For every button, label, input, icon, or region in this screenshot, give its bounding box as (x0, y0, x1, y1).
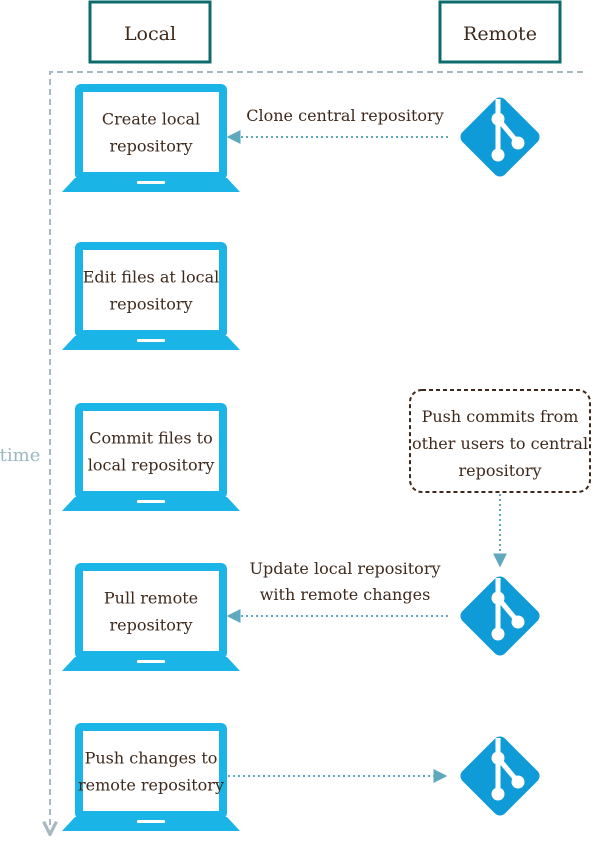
timeline-label: time (0, 445, 40, 466)
laptop-step-2-text-2: repository (109, 295, 192, 314)
note-border (409, 389, 591, 493)
edge-label-step-1-1: Clone central repository (246, 106, 443, 125)
edge-label-step-4-1: Update local repository (249, 559, 440, 578)
laptop-step-3-text-2: local repository (88, 456, 215, 475)
laptop-trackpad (137, 339, 165, 342)
laptop-trackpad (137, 660, 165, 663)
laptop-screen (83, 731, 219, 811)
header-local-box (88, 0, 212, 64)
laptop-screen (83, 411, 219, 491)
note-text-1: Push commits from (422, 407, 579, 426)
note-box: Push commits from other users to central r… (409, 389, 591, 493)
git-logo-node (511, 615, 525, 629)
header-remote: Remote (438, 0, 562, 64)
note-text-3: repository (458, 461, 541, 480)
git-logo-node (491, 112, 505, 126)
laptop-trackpad (137, 181, 165, 184)
laptop-screen (83, 571, 219, 651)
git-logo-node (491, 787, 505, 801)
timeline-axis (50, 71, 583, 828)
git-logo-node (491, 627, 505, 641)
laptop-step-1-text-2: repository (109, 137, 192, 156)
laptop-step-5: Push changes to remote repository (62, 723, 240, 831)
git-logo-node (511, 775, 525, 789)
header-remote-label: Remote (463, 23, 537, 45)
laptop-step-3-text-1: Commit files to (89, 429, 212, 448)
laptop-base (62, 336, 240, 350)
git-logo-icon (460, 576, 540, 656)
note-text-2: other users to central (412, 434, 588, 453)
laptop-step-5-text-2: remote repository (78, 776, 224, 795)
laptop-base (62, 817, 240, 831)
laptop-step-1: Create local repository (62, 84, 240, 192)
laptop-base (62, 178, 240, 192)
git-logo-node (491, 148, 505, 162)
laptop-step-4-text-2: repository (109, 616, 192, 635)
git-logo-icon (460, 736, 540, 816)
laptop-screen (83, 250, 219, 330)
header-local-label: Local (124, 23, 176, 45)
laptop-trackpad (137, 820, 165, 823)
laptop-step-2-text-1: Edit files at local (83, 268, 220, 287)
laptop-step-3: Commit files to local repository (62, 403, 240, 511)
git-logo-node (491, 591, 505, 605)
header-local: Local (88, 0, 212, 64)
git-logo-icon (460, 97, 540, 177)
laptop-trackpad (137, 500, 165, 503)
laptop-step-4: Pull remote repository (62, 563, 240, 671)
laptop-screen (83, 92, 219, 172)
edge-label-step-4-2: with remote changes (260, 585, 431, 604)
git-logo-node (491, 751, 505, 765)
laptop-base (62, 657, 240, 671)
laptop-step-5-text-1: Push changes to (85, 749, 218, 768)
laptop-step-1-text-1: Create local (102, 110, 200, 129)
laptop-step-4-text-1: Pull remote (104, 589, 198, 608)
laptop-base (62, 497, 240, 511)
header-remote-box (438, 0, 562, 64)
git-logo-node (511, 136, 525, 150)
laptop-step-2: Edit files at local repository (62, 242, 240, 350)
